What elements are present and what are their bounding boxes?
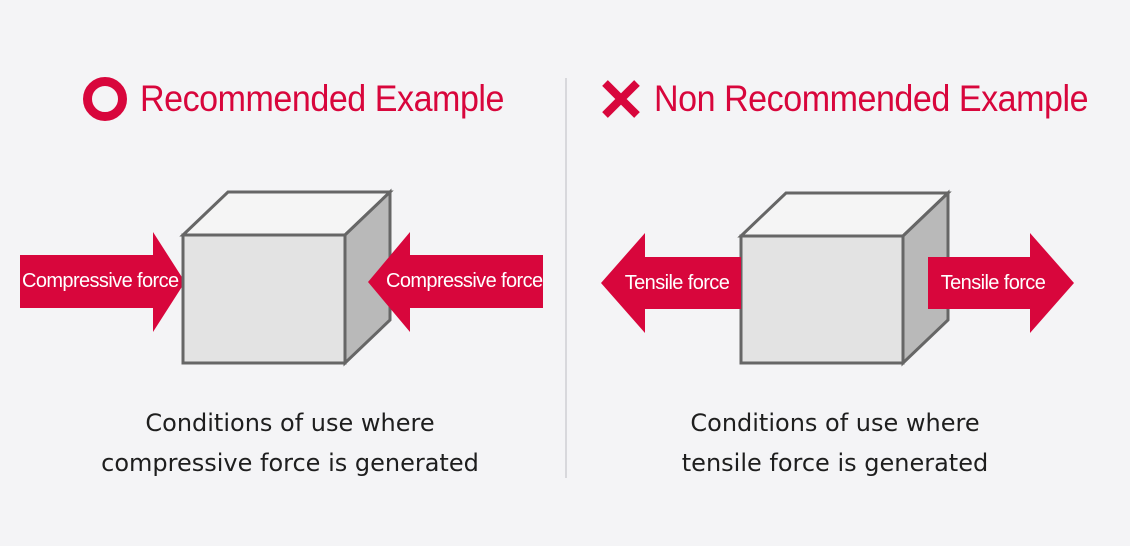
compressive-caption: Conditions of use where compressive forc… <box>30 403 550 483</box>
right-cube-front <box>739 234 905 365</box>
compressive-arrow-left <box>20 232 185 332</box>
left-cube <box>179 188 394 367</box>
right-cube <box>737 189 952 367</box>
recommended-heading: Recommended Example <box>82 74 536 124</box>
compressive-arrow-right-label: Compressive force <box>386 270 543 292</box>
non-recommended-heading: Non Recommended Example <box>600 74 1126 124</box>
tensile-arrow-left-label: Tensile force <box>624 272 730 294</box>
tensile-arrow-left <box>601 233 741 333</box>
tensile-arrow-right <box>928 233 1074 333</box>
tensile-arrow-right-label: Tensile force <box>940 272 1046 294</box>
compressive-arrow-left-label: Compressive force <box>22 270 179 292</box>
panel-divider <box>565 78 567 478</box>
cross-icon <box>602 80 640 118</box>
circle-icon <box>83 77 127 121</box>
tensile-caption: Conditions of use where tensile force is… <box>575 403 1095 483</box>
tensile-caption-line2: tensile force is generated <box>681 449 989 477</box>
recommended-title: Recommended Example <box>140 78 504 119</box>
tensile-caption-line1: Conditions of use where <box>690 409 980 437</box>
compressive-arrow-right <box>368 232 543 332</box>
non-recommended-title: Non Recommended Example <box>654 78 1089 119</box>
compressive-caption-line2: compressive force is generated <box>101 449 479 477</box>
left-cube-front <box>181 233 347 365</box>
compressive-caption-line1: Conditions of use where <box>145 409 435 437</box>
